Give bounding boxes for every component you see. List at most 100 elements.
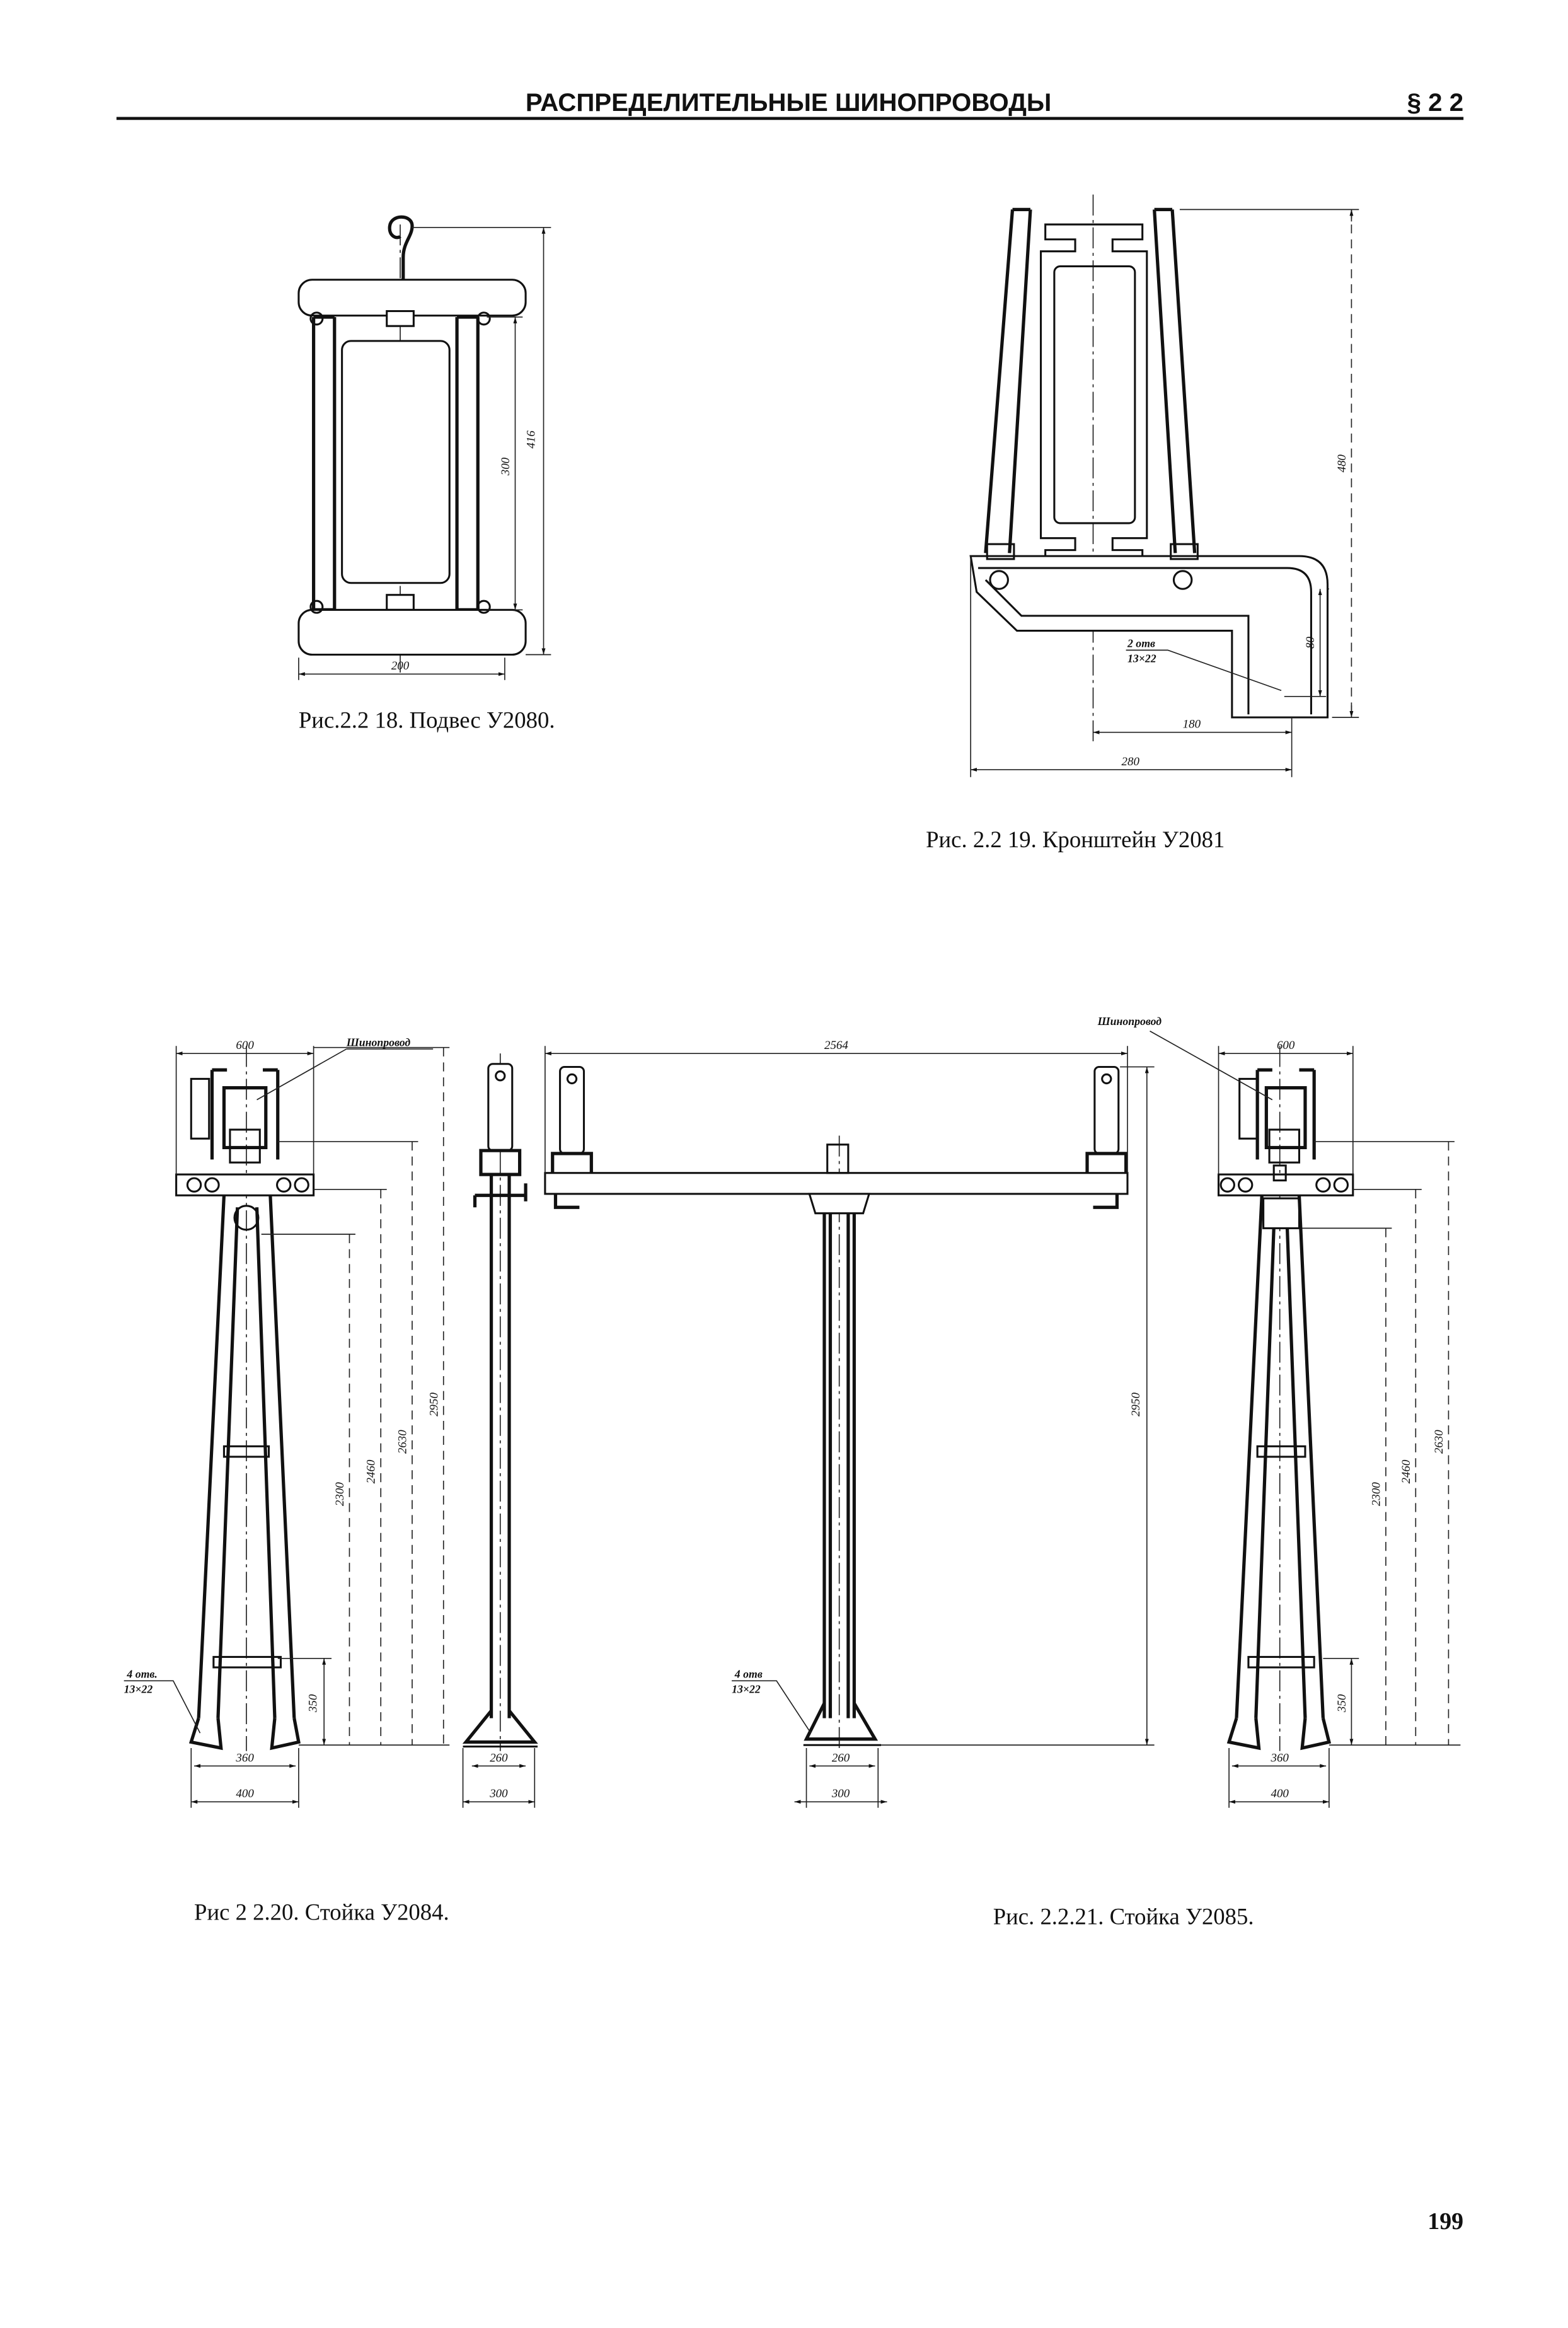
- dim-2300: 2300: [333, 1482, 347, 1506]
- right-foot: [270, 1718, 301, 1751]
- bolt: [989, 570, 1009, 590]
- dim-2300: 2300: [1369, 1482, 1383, 1506]
- base-plate: [969, 555, 1329, 719]
- bolt-nut: [986, 543, 1015, 560]
- dim-2630: 2630: [1433, 1430, 1446, 1454]
- column: [822, 1213, 856, 1718]
- center-post: [1272, 1164, 1287, 1182]
- bolt: [1172, 570, 1193, 590]
- holes-size-label: 13×22: [732, 1682, 761, 1695]
- bolt-nut: [1170, 543, 1199, 560]
- side-box: [190, 1077, 210, 1140]
- bolt: [276, 1177, 292, 1193]
- dim-80: 80: [1304, 637, 1317, 649]
- crossbeam: [544, 1172, 1129, 1195]
- bracket-base-right: [1085, 1152, 1128, 1176]
- dim-360: 360: [235, 1751, 254, 1764]
- dim-600: 600: [236, 1039, 254, 1052]
- right-leg: [1285, 1195, 1325, 1718]
- center-post: [826, 1144, 850, 1174]
- dim-2460: 2460: [1400, 1459, 1413, 1483]
- beam-clip-left: [553, 1193, 580, 1209]
- crossbar-upper: [1256, 1445, 1306, 1458]
- busbar-label: Шинопровод: [1097, 1015, 1162, 1028]
- page-number: 199: [1427, 2208, 1463, 2235]
- dim-360: 360: [1270, 1751, 1289, 1764]
- dim-2460: 2460: [365, 1459, 378, 1483]
- left-foot: [188, 1717, 223, 1751]
- column-flange: [808, 1193, 871, 1215]
- right-upright: [1153, 207, 1197, 553]
- bracket-top: [479, 1149, 522, 1176]
- holes-count-label: 2 отв: [1127, 637, 1155, 650]
- caption-fig-2-2-20: Рис 2 2.20. Стойка У2084.: [194, 1899, 449, 1925]
- figure-stand-u2084-front: 600 Шинопровод 350 2300 2460 2630 2950 4…: [124, 1036, 450, 1808]
- dim-300: 300: [489, 1787, 508, 1800]
- busbar-bracket: [487, 1063, 514, 1152]
- bolt: [186, 1177, 202, 1193]
- caption-fig-2-2-18: Рис.2.2 18. Подвес У2080.: [299, 707, 555, 733]
- holes-count-label: 4 отв.: [126, 1668, 157, 1681]
- leader-line: [732, 1680, 812, 1734]
- dim-400: 400: [1271, 1787, 1289, 1800]
- leader-line: [1126, 649, 1282, 692]
- side-box: [1238, 1077, 1259, 1140]
- bolt: [309, 599, 324, 614]
- bolt: [566, 1073, 578, 1085]
- leader-line: [257, 1048, 347, 1101]
- crossbar-lower: [212, 1655, 282, 1669]
- dim-180: 180: [1183, 718, 1201, 731]
- busbar-profile: [1040, 223, 1148, 564]
- side-arm: [473, 1183, 527, 1208]
- inner-window: [341, 340, 451, 584]
- busbar-housing: [210, 1068, 280, 1160]
- right-foot: [1300, 1717, 1332, 1751]
- right-channel: [455, 315, 480, 612]
- busbar-bracket-right: [1093, 1065, 1120, 1155]
- bolt: [294, 1177, 309, 1193]
- pivot-block: [1262, 1197, 1301, 1229]
- dim-2630: 2630: [396, 1430, 410, 1454]
- dim-300: 300: [831, 1787, 850, 1800]
- caption-fig-2-2-19: Рис. 2.2 19. Кронштейн У2081: [926, 826, 1225, 852]
- dim-2950: 2950: [427, 1393, 441, 1416]
- column-foot: [804, 1702, 879, 1741]
- bolt: [495, 1070, 506, 1082]
- figure-hanger-u2080: 300 416 200 Рис.2.2 18. Подвес У2080.: [297, 215, 555, 733]
- dim-260: 260: [490, 1751, 508, 1764]
- header-section: § 2 2: [1407, 88, 1464, 117]
- bolt: [1219, 1177, 1235, 1193]
- bolt: [1315, 1177, 1331, 1193]
- base-plate-inner: [978, 567, 1312, 715]
- bracket-base-left: [551, 1152, 593, 1176]
- figure-bracket-u2081: 480 80 2 отв 13×22 180 280 Рис. 2.2 19. …: [926, 194, 1359, 852]
- side-foot: [462, 1710, 538, 1744]
- dim-350: 350: [1335, 1694, 1349, 1713]
- beam-clip-right: [1093, 1193, 1119, 1209]
- hook: [388, 215, 414, 282]
- bottom-clamp: [386, 594, 415, 611]
- holes-count-label: 4 отв: [734, 1668, 763, 1681]
- figure-stand-u2084-side: 260 300 Рис 2 2.20. Стойка У2084.: [194, 1053, 538, 1925]
- dim-280: 280: [1122, 755, 1140, 768]
- left-upright: [984, 207, 1032, 553]
- left-leg: [197, 1195, 239, 1718]
- bolt: [1237, 1177, 1254, 1193]
- dim-480: 480: [1335, 454, 1349, 472]
- bolt: [1101, 1073, 1112, 1085]
- header-title: РАСПРЕДЕЛИТЕЛЬНЫЕ ШИНОПРОВОДЫ: [526, 88, 1051, 117]
- top-plate: [175, 1173, 315, 1196]
- dim-2564: 2564: [824, 1039, 848, 1052]
- leader-line: [124, 1680, 201, 1734]
- holes-size-label: 13×22: [1127, 652, 1156, 664]
- left-channel: [311, 315, 337, 612]
- dim-350: 350: [306, 1694, 320, 1713]
- dim-2950: 2950: [1129, 1393, 1143, 1416]
- holes-size-label: 13×22: [124, 1682, 153, 1695]
- crossbar-upper: [222, 1445, 270, 1458]
- bottom-bar: [297, 608, 527, 656]
- busbar-clamp: [229, 1128, 261, 1164]
- side-column: [489, 1174, 511, 1718]
- bolt: [1333, 1177, 1349, 1193]
